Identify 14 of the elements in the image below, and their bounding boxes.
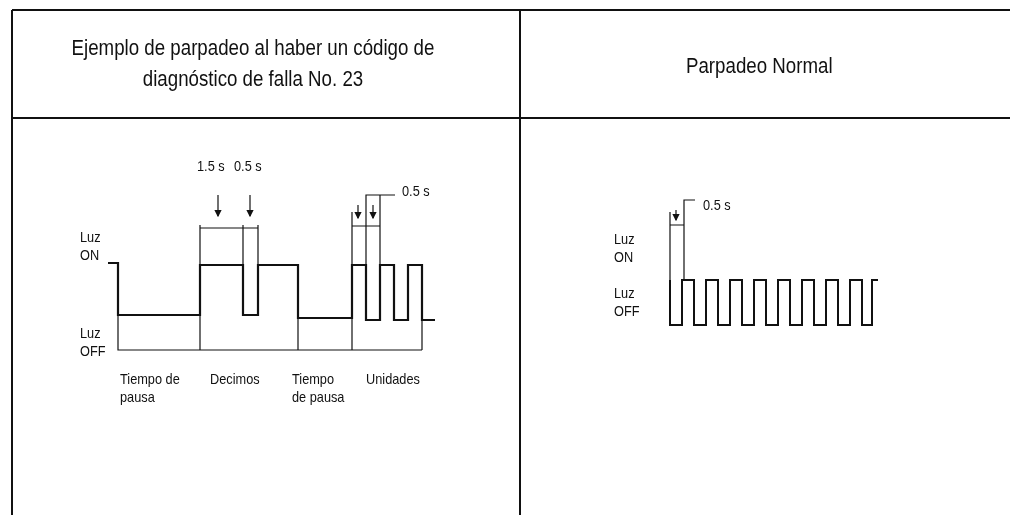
duration-label: 0.5 s [234,157,263,175]
duration-label: 0.5 s [402,182,431,200]
segment-label: Tiempo de pausa [292,370,346,406]
level-label: Luz ON [80,228,102,264]
segment-label: Tiempo de pausa [120,370,181,406]
segment-label: Decimos [210,370,261,388]
header-text: Parpadeo Normal [686,52,834,80]
level-label: Luz ON [614,230,636,266]
level-label: Luz OFF [614,284,641,320]
level-label: Luz OFF [80,324,107,360]
duration-label: 0.5 s [703,196,732,214]
header-text: Ejemplo de parpadeo al haber un código de diagnóstico de falla No. 23 [70,34,436,93]
segment-label: Unidades [366,370,421,388]
duration-label: 1.5 s [197,157,226,175]
